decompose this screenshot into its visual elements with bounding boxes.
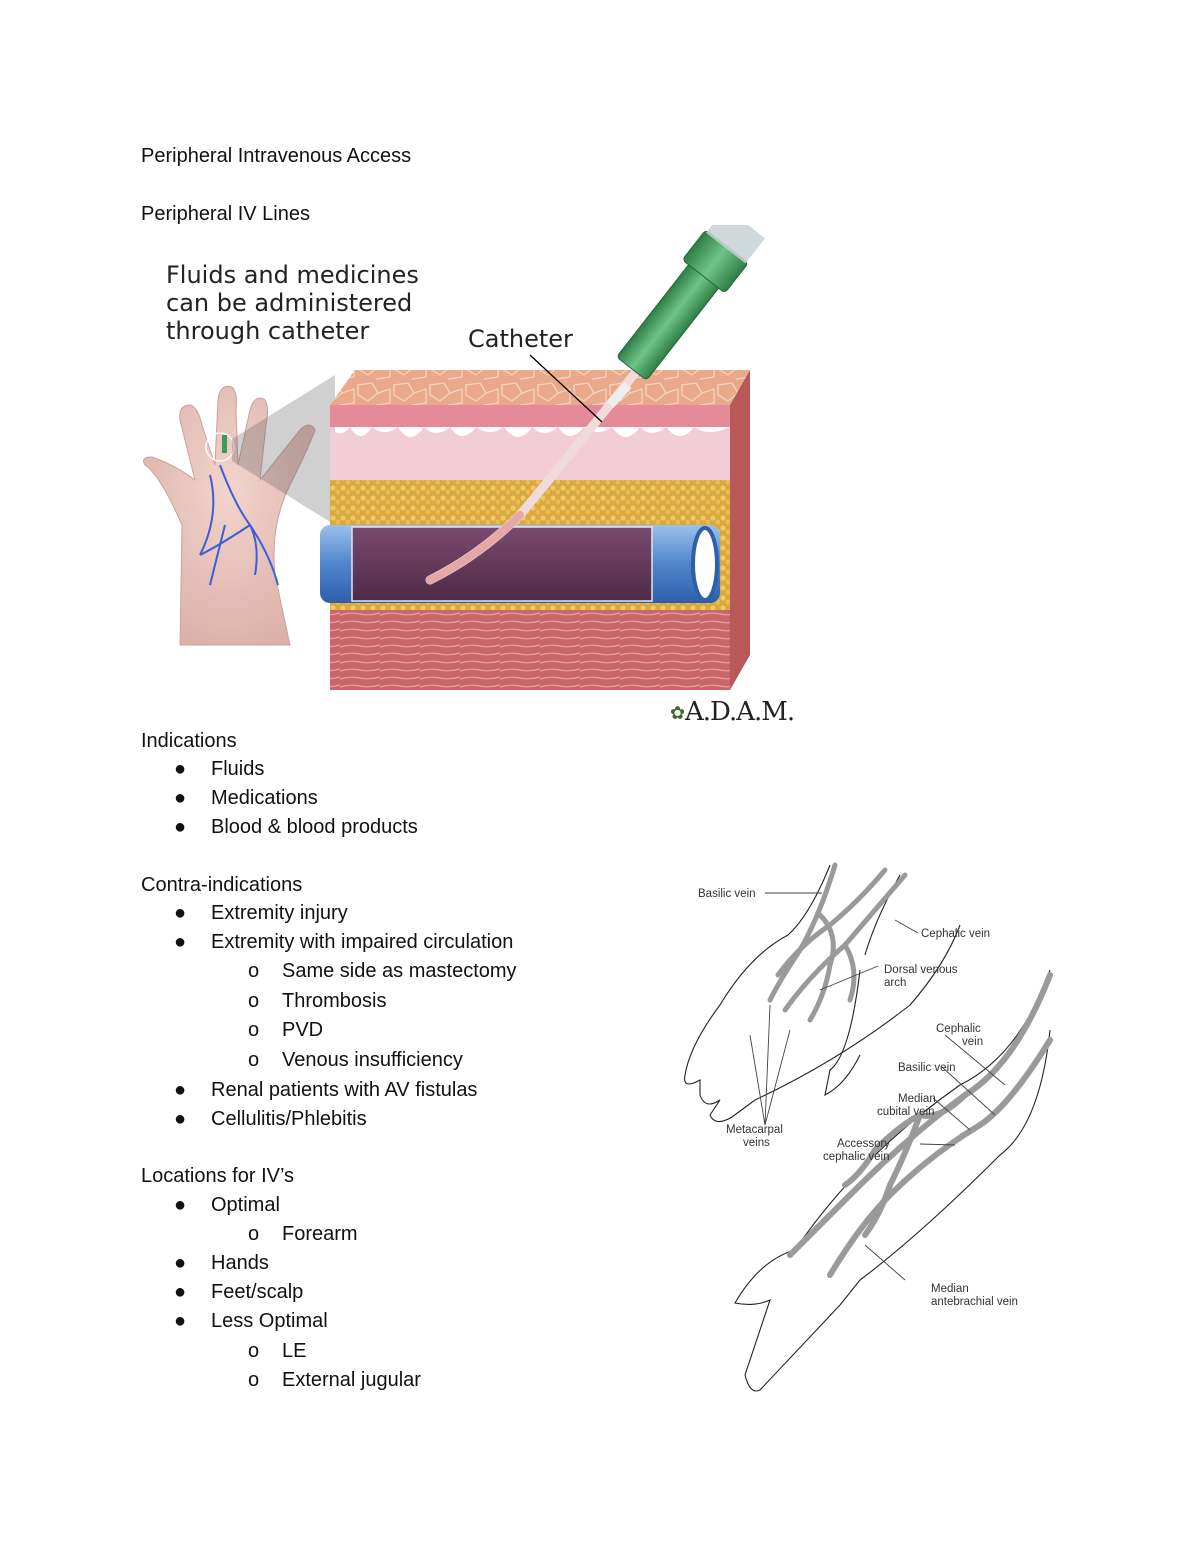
location-subitem: LE — [282, 1340, 307, 1362]
contraindication-subitem: Same side as mastectomy — [282, 960, 517, 982]
bullet-filled-icon: ● — [174, 902, 187, 924]
indications-heading: Indications — [141, 730, 237, 752]
bullet-hollow-icon: o — [248, 1340, 260, 1362]
location-item: Hands — [211, 1252, 269, 1274]
caption-line-3: through catheter — [166, 317, 369, 345]
contraindication-item: Extremity with impaired circulation — [211, 931, 514, 953]
contraindication-subitem: Thrombosis — [282, 990, 387, 1012]
label-median-antebrachial-vein-2: antebrachial vein — [931, 1296, 1018, 1308]
label-median-cubital-vein: Median — [898, 1093, 936, 1105]
document-subtitle: Peripheral IV Lines — [141, 203, 310, 225]
bullet-hollow-icon: o — [248, 1019, 260, 1041]
bullet-filled-icon: ● — [174, 1079, 187, 1101]
location-item: Feet/scalp — [211, 1281, 304, 1303]
caption-line-2: can be administered — [166, 289, 412, 317]
label-accessory-cephalic-vein: Accessory — [837, 1138, 890, 1150]
label-median-antebrachial-vein: Median — [931, 1283, 969, 1295]
bullet-hollow-icon: o — [248, 990, 260, 1012]
hand-drawing — [143, 385, 316, 646]
bullet-filled-icon: ● — [174, 1281, 187, 1303]
label-cephalic-vein-arm-2: vein — [962, 1036, 983, 1048]
label-basilic-vein-arm: Basilic vein — [898, 1062, 956, 1074]
contraindication-item: Renal patients with AV fistulas — [211, 1079, 478, 1101]
label-cephalic-vein-arm: Cephalic — [936, 1023, 981, 1035]
label-metacarpal-veins: Metacarpal — [726, 1124, 783, 1136]
location-subitem: External jugular — [282, 1369, 421, 1391]
contraindication-subitem: Venous insufficiency — [282, 1049, 463, 1071]
bullet-filled-icon: ● — [174, 816, 187, 838]
adam-credit: A.D.A.M. — [684, 697, 794, 725]
label-dorsal-venous-arch: Dorsal venous — [884, 964, 958, 976]
label-accessory-cephalic-vein-2: cephalic vein — [823, 1151, 889, 1163]
indication-item: Medications — [211, 787, 318, 809]
location-item: Less Optimal — [211, 1310, 328, 1332]
bullet-filled-icon: ● — [174, 787, 187, 809]
contraindication-item: Cellulitis/Phlebitis — [211, 1108, 367, 1130]
veins-diagram: Basilic vein Cephalic vein Dorsal venous… — [660, 855, 1060, 1405]
label-metacarpal-veins-2: veins — [743, 1137, 770, 1149]
contraindication-subitem: PVD — [282, 1019, 324, 1041]
label-basilic-vein-hand: Basilic vein — [698, 888, 756, 900]
indication-item: Fluids — [211, 758, 265, 780]
catheter-label: Catheter — [468, 325, 573, 353]
locations-heading: Locations for IV’s — [141, 1165, 295, 1187]
caption-line-1: Fluids and medicines — [166, 261, 419, 289]
label-cephalic-vein-hand: Cephalic vein — [921, 928, 990, 940]
bullet-filled-icon: ● — [174, 1252, 187, 1274]
indication-item: Blood & blood products — [211, 816, 418, 838]
bullet-filled-icon: ● — [174, 1194, 187, 1216]
bullet-hollow-icon: o — [248, 1369, 260, 1391]
bullet-hollow-icon: o — [248, 1223, 260, 1245]
contraindications-heading: Contra-indications — [141, 874, 303, 896]
catheter-illustration: Fluids and medicines can be administered… — [140, 207, 820, 727]
bullet-hollow-icon: o — [248, 960, 260, 982]
contraindication-item: Extremity injury — [211, 902, 348, 924]
label-dorsal-venous-arch-2: arch — [884, 977, 906, 989]
adam-logo-icon: ✿ — [670, 703, 685, 723]
document-title: Peripheral Intravenous Access — [141, 145, 412, 167]
location-subitem: Forearm — [282, 1223, 358, 1245]
location-item: Optimal — [211, 1194, 280, 1216]
bullet-filled-icon: ● — [174, 1108, 187, 1130]
bullet-filled-icon: ● — [174, 758, 187, 780]
bullet-filled-icon: ● — [174, 931, 187, 953]
label-median-cubital-vein-2: cubital vein — [877, 1106, 935, 1118]
bullet-filled-icon: ● — [174, 1310, 187, 1332]
bullet-hollow-icon: o — [248, 1049, 260, 1071]
